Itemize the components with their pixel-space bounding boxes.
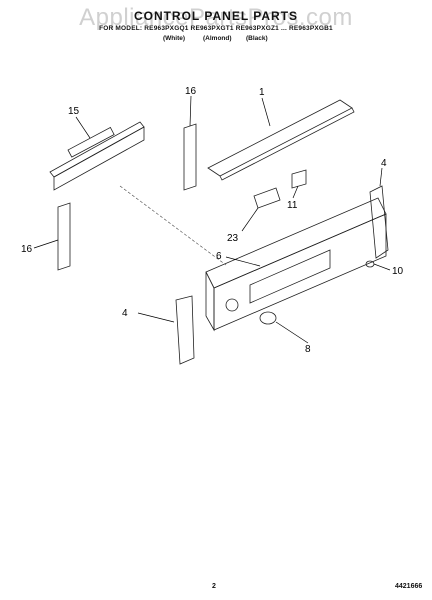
callout-23: 23 (227, 233, 239, 244)
diagram-title: CONTROL PANEL PARTS (133, 9, 299, 23)
color-label-white: (White) (163, 35, 186, 42)
callout-6: 6 (216, 251, 222, 262)
callout-4-left: 4 (122, 308, 128, 319)
callout-1: 1 (259, 87, 265, 98)
callout-4-right: 4 (381, 158, 387, 169)
callout-8: 8 (305, 344, 311, 355)
page-number: 2 (212, 583, 216, 590)
switch-part (291, 169, 307, 189)
watermark: AppliancePartsPros.com (79, 4, 353, 31)
color-label-black: (Black) (246, 35, 268, 42)
control-knob (259, 311, 277, 325)
knob-hole (225, 298, 239, 312)
display-bracket (49, 121, 145, 178)
callout-16-upper: 16 (185, 86, 197, 97)
end-cap-right (369, 185, 389, 259)
leader-lines (33, 95, 391, 344)
document-number: 4421666 (395, 583, 423, 590)
callout-11: 11 (287, 200, 298, 211)
alignment-line (119, 185, 227, 266)
display-window (249, 249, 331, 304)
trim-strip (207, 99, 353, 177)
relay-block (253, 187, 281, 209)
model-numbers: FOR MODEL: RE963PXGQ1 RE963PXGT1 RE963PX… (99, 25, 333, 32)
side-bracket-upper (183, 123, 197, 191)
side-bracket-lower (57, 202, 71, 271)
callout-16-lower: 16 (21, 244, 33, 255)
callout-15: 15 (68, 106, 80, 117)
callout-10: 10 (392, 266, 404, 277)
end-cap-left (175, 295, 195, 365)
color-label-almond: (Almond) (203, 35, 232, 42)
